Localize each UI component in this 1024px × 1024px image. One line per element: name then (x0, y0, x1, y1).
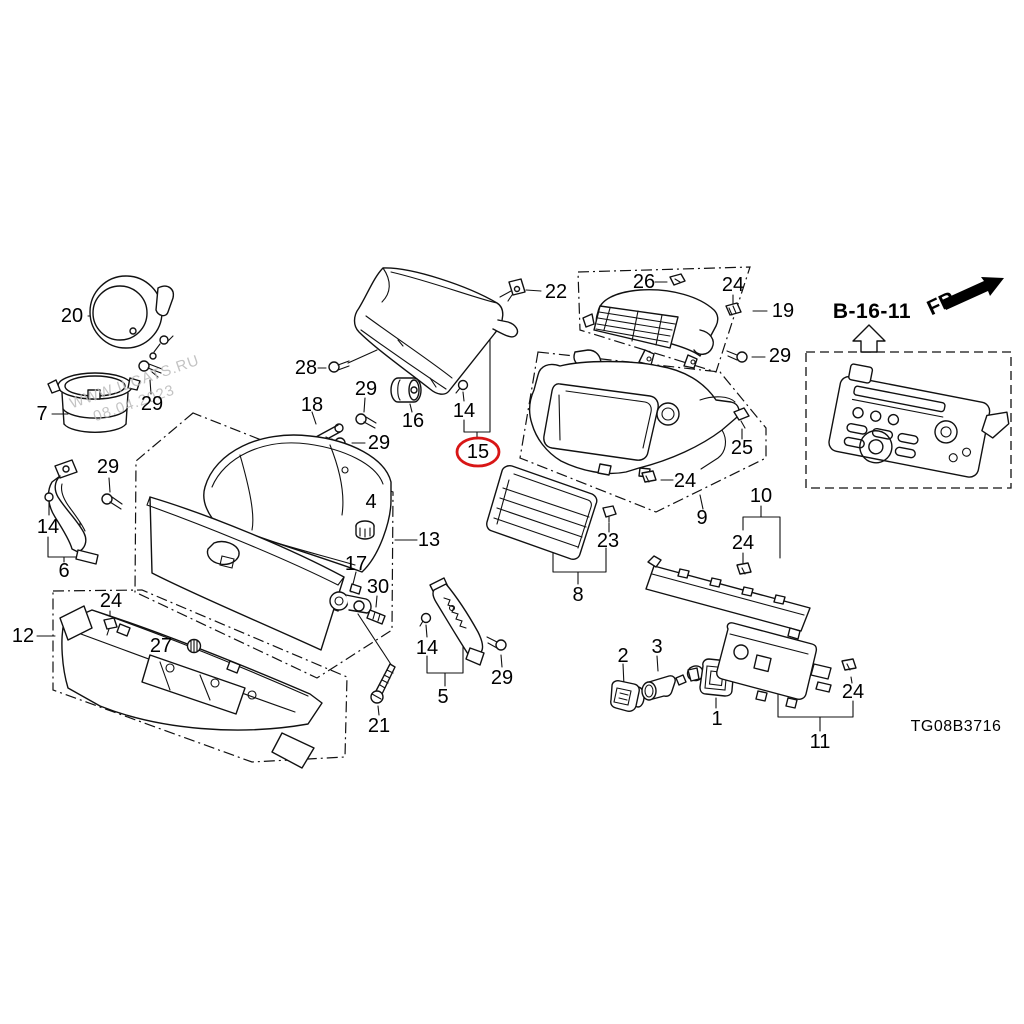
fr-arrow-icon (942, 277, 1004, 310)
part-21-bolt-drawing (371, 664, 395, 703)
callout-29: 29 (140, 393, 164, 415)
callout-5: 5 (437, 686, 449, 708)
callout-28: 28 (294, 357, 318, 379)
callout-24: 24 (673, 470, 697, 492)
callout-14: 14 (452, 400, 476, 422)
clip-14-upper-drawing (456, 381, 468, 394)
part-9-bezel-drawing (530, 350, 739, 477)
callout-1: 1 (711, 708, 723, 730)
callout-24: 24 (731, 532, 755, 554)
glovebox-lid-drawing (355, 268, 518, 394)
callout-11: 11 (809, 731, 831, 753)
group-box-vent-19 (578, 267, 750, 372)
clip-14-lower-drawing (420, 614, 431, 627)
part-17-lock-drawing (330, 592, 371, 613)
callout-24: 24 (99, 590, 123, 612)
callout-14: 14 (36, 516, 60, 538)
callout-29: 29 (354, 378, 378, 400)
callout-26: 26 (632, 271, 656, 293)
clip-25-drawing (734, 408, 749, 428)
callout-19: 19 (771, 300, 795, 322)
reference-arrow-icon (853, 325, 885, 352)
callout-24: 24 (721, 274, 745, 296)
callout-23: 23 (596, 530, 620, 552)
callout-6: 6 (58, 560, 70, 582)
group-box-bezel-9 (520, 352, 766, 512)
leader-lines (37, 282, 853, 731)
part-10-strip-drawing (646, 556, 810, 639)
part-3-lighter-drawing (642, 666, 710, 700)
callout-29: 29 (367, 432, 391, 454)
callout-29: 29 (768, 345, 792, 367)
callout-20: 20 (60, 305, 84, 327)
part-5-bracket-drawing (430, 578, 484, 665)
clip-24-right-drawing (842, 659, 856, 670)
callout-30: 30 (366, 576, 390, 598)
callout-8: 8 (572, 584, 584, 606)
part-27-nut-drawing (188, 640, 201, 653)
callout-22: 22 (544, 281, 568, 303)
part-4-grommet-drawing (356, 521, 374, 539)
group-box-radio-ref (806, 352, 1011, 488)
callout-29: 29 (96, 456, 120, 478)
clip-24-mid-drawing (737, 563, 751, 574)
callout-25: 25 (730, 437, 754, 459)
callout-17: 17 (344, 553, 368, 575)
callout-9: 9 (696, 507, 708, 529)
callout-13: 13 (417, 529, 441, 551)
callout-16: 16 (401, 410, 425, 432)
callout-29: 29 (490, 667, 514, 689)
clip-24-lowerleft-drawing (104, 618, 117, 635)
callout-2: 2 (617, 645, 629, 667)
group-box-glovebox-13 (135, 413, 393, 678)
group-box-lower-panel-12 (53, 590, 347, 762)
clip-24-bezel-drawing (642, 471, 656, 482)
radio-ref-drawing (827, 362, 1015, 486)
part-11-cover-drawing (717, 623, 831, 708)
callout-21: 21 (367, 715, 391, 737)
part-20-clock-drawing (90, 276, 173, 359)
callout-4: 4 (365, 491, 377, 513)
callout-15-highlighted: 15 (466, 441, 490, 463)
part-2-socket-drawing (611, 681, 644, 712)
callout-10: 10 (749, 485, 773, 507)
callout-12: 12 (11, 625, 35, 647)
callout-24: 24 (841, 681, 865, 703)
reference-label: B-16-11 (832, 300, 912, 323)
part-8-tray-drawing (487, 466, 597, 560)
callout-3: 3 (651, 636, 663, 658)
clip-26-drawing (670, 274, 685, 285)
callout-14: 14 (415, 637, 439, 659)
clip-24-top-drawing (726, 303, 741, 315)
part-7-holder-drawing (48, 373, 140, 432)
clip-23-drawing (603, 506, 616, 522)
highlight-ellipse-15 (457, 438, 499, 466)
part-30-pin-drawing (367, 610, 385, 624)
callout-7: 7 (36, 403, 48, 425)
callout-27: 27 (149, 635, 173, 657)
clip-22-drawing (508, 279, 525, 301)
callout-18: 18 (300, 394, 324, 416)
part-13-glovebox-drawing (147, 435, 391, 650)
diagram-code: TG08B3716 (910, 718, 1002, 735)
part-16-grommet-drawing (391, 378, 421, 402)
part-6-bracket-drawing (45, 460, 98, 564)
part-12-panel-drawing (60, 606, 322, 768)
part-19-vent-drawing (583, 290, 718, 368)
